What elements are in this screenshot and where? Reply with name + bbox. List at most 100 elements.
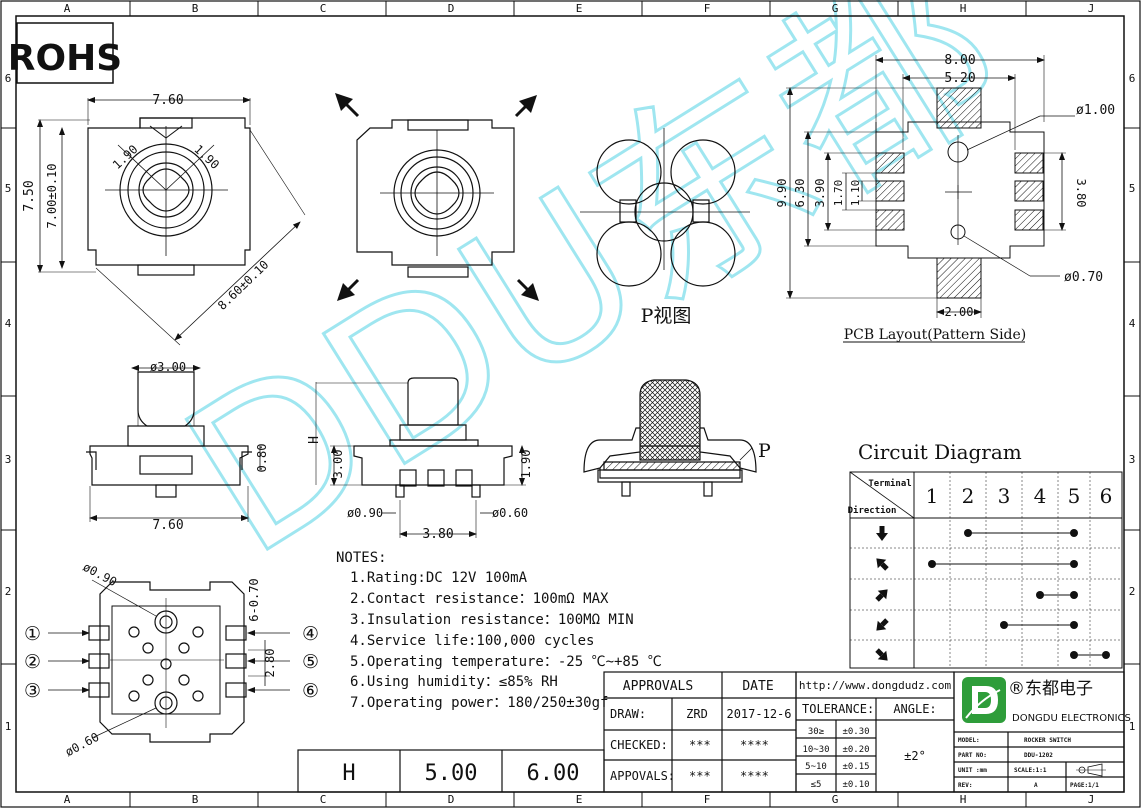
grid-row-label: 5 xyxy=(1129,182,1136,195)
grid-col-label: B xyxy=(192,793,199,806)
pcb-layout xyxy=(786,55,1075,343)
grid-col-label: E xyxy=(576,793,583,806)
rohs-label: ROHS xyxy=(8,38,122,79)
bottom-view xyxy=(48,579,290,743)
circuit-connection-dot xyxy=(1036,591,1044,599)
bottom-dim-right: 6-0.70 xyxy=(247,578,261,621)
circuit-terminal-header: 2 xyxy=(962,484,975,508)
circuit-connection-dot xyxy=(964,529,972,537)
terminal-3-label: ③ xyxy=(24,680,41,702)
approvals-label: APPOVALS: xyxy=(610,769,675,783)
draw-date: 2017-12-6 xyxy=(726,707,791,721)
company-logo xyxy=(962,677,1006,723)
rev-value: A xyxy=(1034,782,1038,789)
h-val2: 6.00 xyxy=(527,761,580,786)
grid-col-label: C xyxy=(320,793,327,806)
pcb-w-outer: 8.00 xyxy=(944,53,975,68)
pcb-hole-small: ø0.70 xyxy=(1064,270,1103,285)
circuit-connection-dot xyxy=(1070,591,1078,599)
terminal-1-label: ① xyxy=(24,623,41,645)
grid-row-label: 4 xyxy=(1129,317,1136,330)
note-item: 7.Operating power：180/250±30gf xyxy=(350,695,608,711)
pcb-title: PCB Layout(Pattern Side) xyxy=(844,327,1027,343)
top-view xyxy=(37,97,306,346)
circuit-connection-dot xyxy=(1070,529,1078,537)
grid-col-label: D xyxy=(448,2,455,15)
tolerance-label: TOLERANCE: xyxy=(802,702,874,716)
side-pin-dia-right: ø0.60 xyxy=(492,506,528,520)
h-val1: 5.00 xyxy=(425,761,478,786)
draw-name: ZRD xyxy=(686,707,708,721)
pcb-pad-width: 2.00 xyxy=(945,305,974,319)
circuit-terminal-header: 5 xyxy=(1068,484,1081,508)
rohs-mark: ROHS xyxy=(8,22,122,84)
tol-range: 10~30 xyxy=(802,745,829,755)
pcb-h-inner: 3.90 xyxy=(813,179,827,208)
section-view xyxy=(583,379,757,497)
grid-col-label: J xyxy=(1088,793,1095,806)
terminal-5-label: ⑤ xyxy=(302,651,319,673)
pcb-h-pitch1: 1.70 xyxy=(832,180,845,207)
tol-range: 30≥ xyxy=(808,727,825,737)
grid-row-label: 6 xyxy=(1129,72,1136,85)
grid-row-label: 3 xyxy=(5,453,12,466)
grid-row-label: 1 xyxy=(5,720,12,733)
top-height-label: 7.50 xyxy=(22,180,37,211)
company-cn: ®东都电子 xyxy=(1008,679,1093,699)
circuit-connection-dot xyxy=(1070,621,1078,629)
circuit-terminal-header: 6 xyxy=(1100,484,1113,508)
grid-col-label: C xyxy=(320,2,327,15)
direction-arrow-icon xyxy=(876,618,889,631)
side-stem-dia: ø3.00 xyxy=(150,360,186,374)
side-width: 7.60 xyxy=(152,518,183,533)
title-meta: MODEL: ROCKER SWITCH PART NO: DDU-1202 U… xyxy=(958,737,1099,789)
side-view-left xyxy=(86,365,261,522)
circuit-header-direction: Direction xyxy=(848,505,897,516)
part-label: PART NO: xyxy=(958,752,987,759)
page-label: PAGE:1/1 xyxy=(1070,782,1099,789)
model-label: MODEL: xyxy=(958,737,980,744)
grid-row-label: 5 xyxy=(5,182,12,195)
grid-row-label: 2 xyxy=(1129,585,1136,598)
circuit-connection-dot xyxy=(1070,651,1078,659)
note-item: 4.Service life:100,000 cycles xyxy=(350,633,594,649)
circuit-connection-dot xyxy=(1102,651,1110,659)
title-block-text: H 5.00 6.00 APPROVALS DATE DRAW: ZRD 201… xyxy=(342,679,951,790)
circuit-rows xyxy=(875,526,1110,661)
title-block xyxy=(297,671,1125,793)
pcb-h-right: 3.80 xyxy=(1074,179,1088,208)
tol-value: ±0.15 xyxy=(842,762,869,772)
terminal-6-label: ⑥ xyxy=(302,680,319,702)
grid-col-label: B xyxy=(192,2,199,15)
h-label: H xyxy=(342,761,355,786)
direction-arrows xyxy=(335,93,539,301)
tol-value: ±0.30 xyxy=(842,727,869,737)
grid-col-label: A xyxy=(64,793,71,806)
circuit-connection-dot xyxy=(1070,560,1078,568)
unit-label: UNIT :mm xyxy=(958,767,987,774)
top-diagonal-label: 8.60±0.10 xyxy=(215,258,272,313)
part-value: DDU-1202 xyxy=(1024,752,1053,759)
circuit-connection-dot xyxy=(928,560,936,568)
side-height: 3.00 xyxy=(331,450,345,479)
projection-symbol-icon xyxy=(1076,763,1106,777)
draw-label: DRAW: xyxy=(610,707,646,721)
section-label: P xyxy=(758,440,771,462)
angle-label: ANGLE: xyxy=(893,702,936,716)
side-base-h: 0.80 xyxy=(255,444,269,473)
circuit-terminal-header: 1 xyxy=(926,484,939,508)
approvals-name: *** xyxy=(689,769,711,783)
circuit-terminal-header: 4 xyxy=(1034,484,1047,508)
bottom-dim-pitch: 2.80 xyxy=(263,649,277,678)
direction-arrow-icon xyxy=(876,558,889,571)
terminal-labels: ① ② ③ ④ ⑤ ⑥ xyxy=(24,623,319,702)
checked-label: CHECKED: xyxy=(610,738,668,752)
grid-col-label: G xyxy=(832,793,839,806)
note-item: 6.Using humidity：≤85% RH xyxy=(350,674,558,690)
pcb-h-mid: 6.30 xyxy=(793,179,807,208)
circuit-title: Circuit Diagram xyxy=(858,440,1022,464)
date-header: DATE xyxy=(742,679,773,694)
side-stem-h-label: H xyxy=(307,436,322,444)
